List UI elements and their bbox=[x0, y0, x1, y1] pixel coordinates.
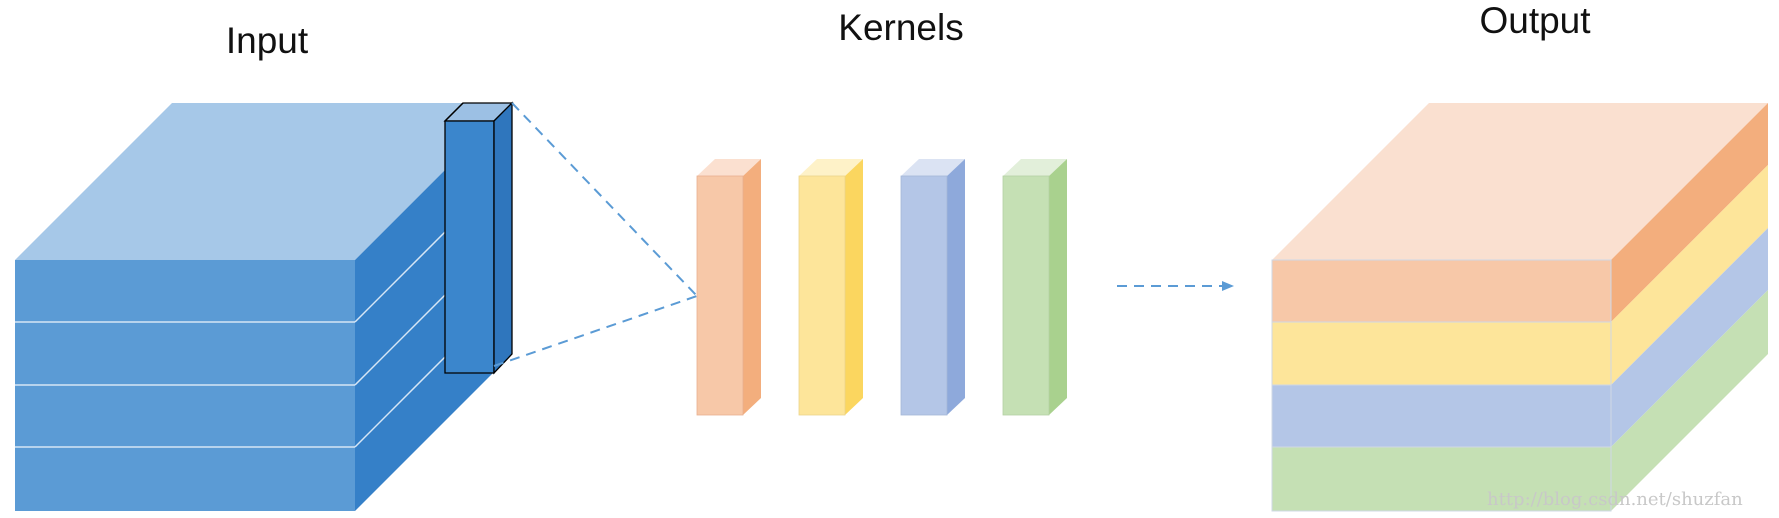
watermark: http://blog.csdn.net/shuzfan bbox=[1487, 489, 1743, 510]
output-side-blue bbox=[1611, 228, 1768, 447]
output-front-orange bbox=[1272, 260, 1611, 322]
output-label: Output bbox=[1479, 0, 1591, 41]
input-label: Input bbox=[225, 20, 309, 61]
input-cube bbox=[15, 101, 514, 511]
projection-lines bbox=[493, 102, 698, 367]
output-front-yellow bbox=[1272, 322, 1611, 385]
output-cube bbox=[1271, 103, 1768, 512]
output-side-orange bbox=[1611, 103, 1768, 322]
output-front-green bbox=[1272, 447, 1611, 511]
output-front-blue bbox=[1272, 385, 1611, 447]
output-cube-top bbox=[1272, 103, 1768, 260]
output-side-green bbox=[1611, 290, 1768, 511]
kernel-yellow bbox=[798, 159, 863, 416]
output-side-yellow bbox=[1611, 165, 1768, 385]
kernel-orange bbox=[696, 159, 761, 416]
input-column-highlight bbox=[443, 101, 514, 375]
input-cube-top bbox=[15, 103, 512, 260]
kernel-green bbox=[1002, 159, 1067, 416]
kernel-blue bbox=[900, 159, 965, 416]
kernels-label: Kernels bbox=[838, 7, 964, 48]
